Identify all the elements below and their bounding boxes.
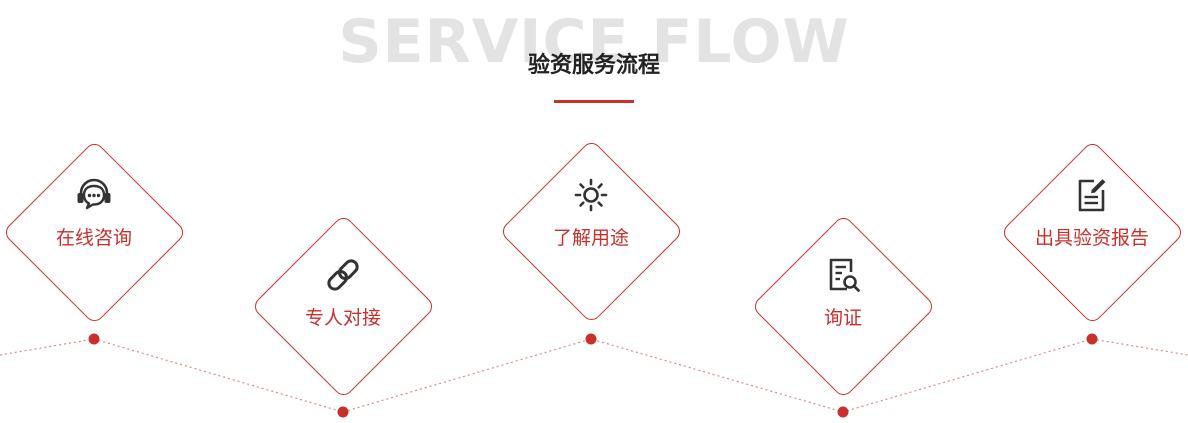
step-consult[interactable]: 在线咨询 (9, 175, 179, 251)
flow-dot (337, 406, 349, 418)
step-label-verify: 询证 (823, 307, 862, 329)
flow-dot (837, 406, 849, 418)
background-title: SERVICE FLOW (338, 7, 850, 77)
step-purpose[interactable]: 了解用途 (506, 175, 676, 251)
flow-dot (1086, 333, 1098, 345)
document-search-icon (829, 258, 860, 292)
title-underline (554, 100, 634, 103)
step-contact[interactable]: 专人对接 (258, 255, 428, 331)
flow-dot (585, 333, 597, 345)
flow-dot (88, 333, 100, 345)
step-label-contact: 专人对接 (304, 307, 381, 329)
page-title: 验资服务流程 (527, 53, 660, 78)
step-label-report: 出具验资报告 (1034, 227, 1149, 249)
edit-document-icon (1078, 179, 1106, 212)
step-report[interactable]: 出具验资报告 (1007, 175, 1177, 251)
step-label-purpose: 了解用途 (552, 227, 629, 249)
sun-bulb-icon (574, 178, 608, 212)
chain-link-icon (327, 259, 359, 291)
headset-chat-icon (77, 178, 111, 210)
flow-connector-line (0, 338, 1188, 413)
step-label-consult: 在线咨询 (55, 227, 132, 249)
step-verify[interactable]: 询证 (758, 255, 928, 331)
